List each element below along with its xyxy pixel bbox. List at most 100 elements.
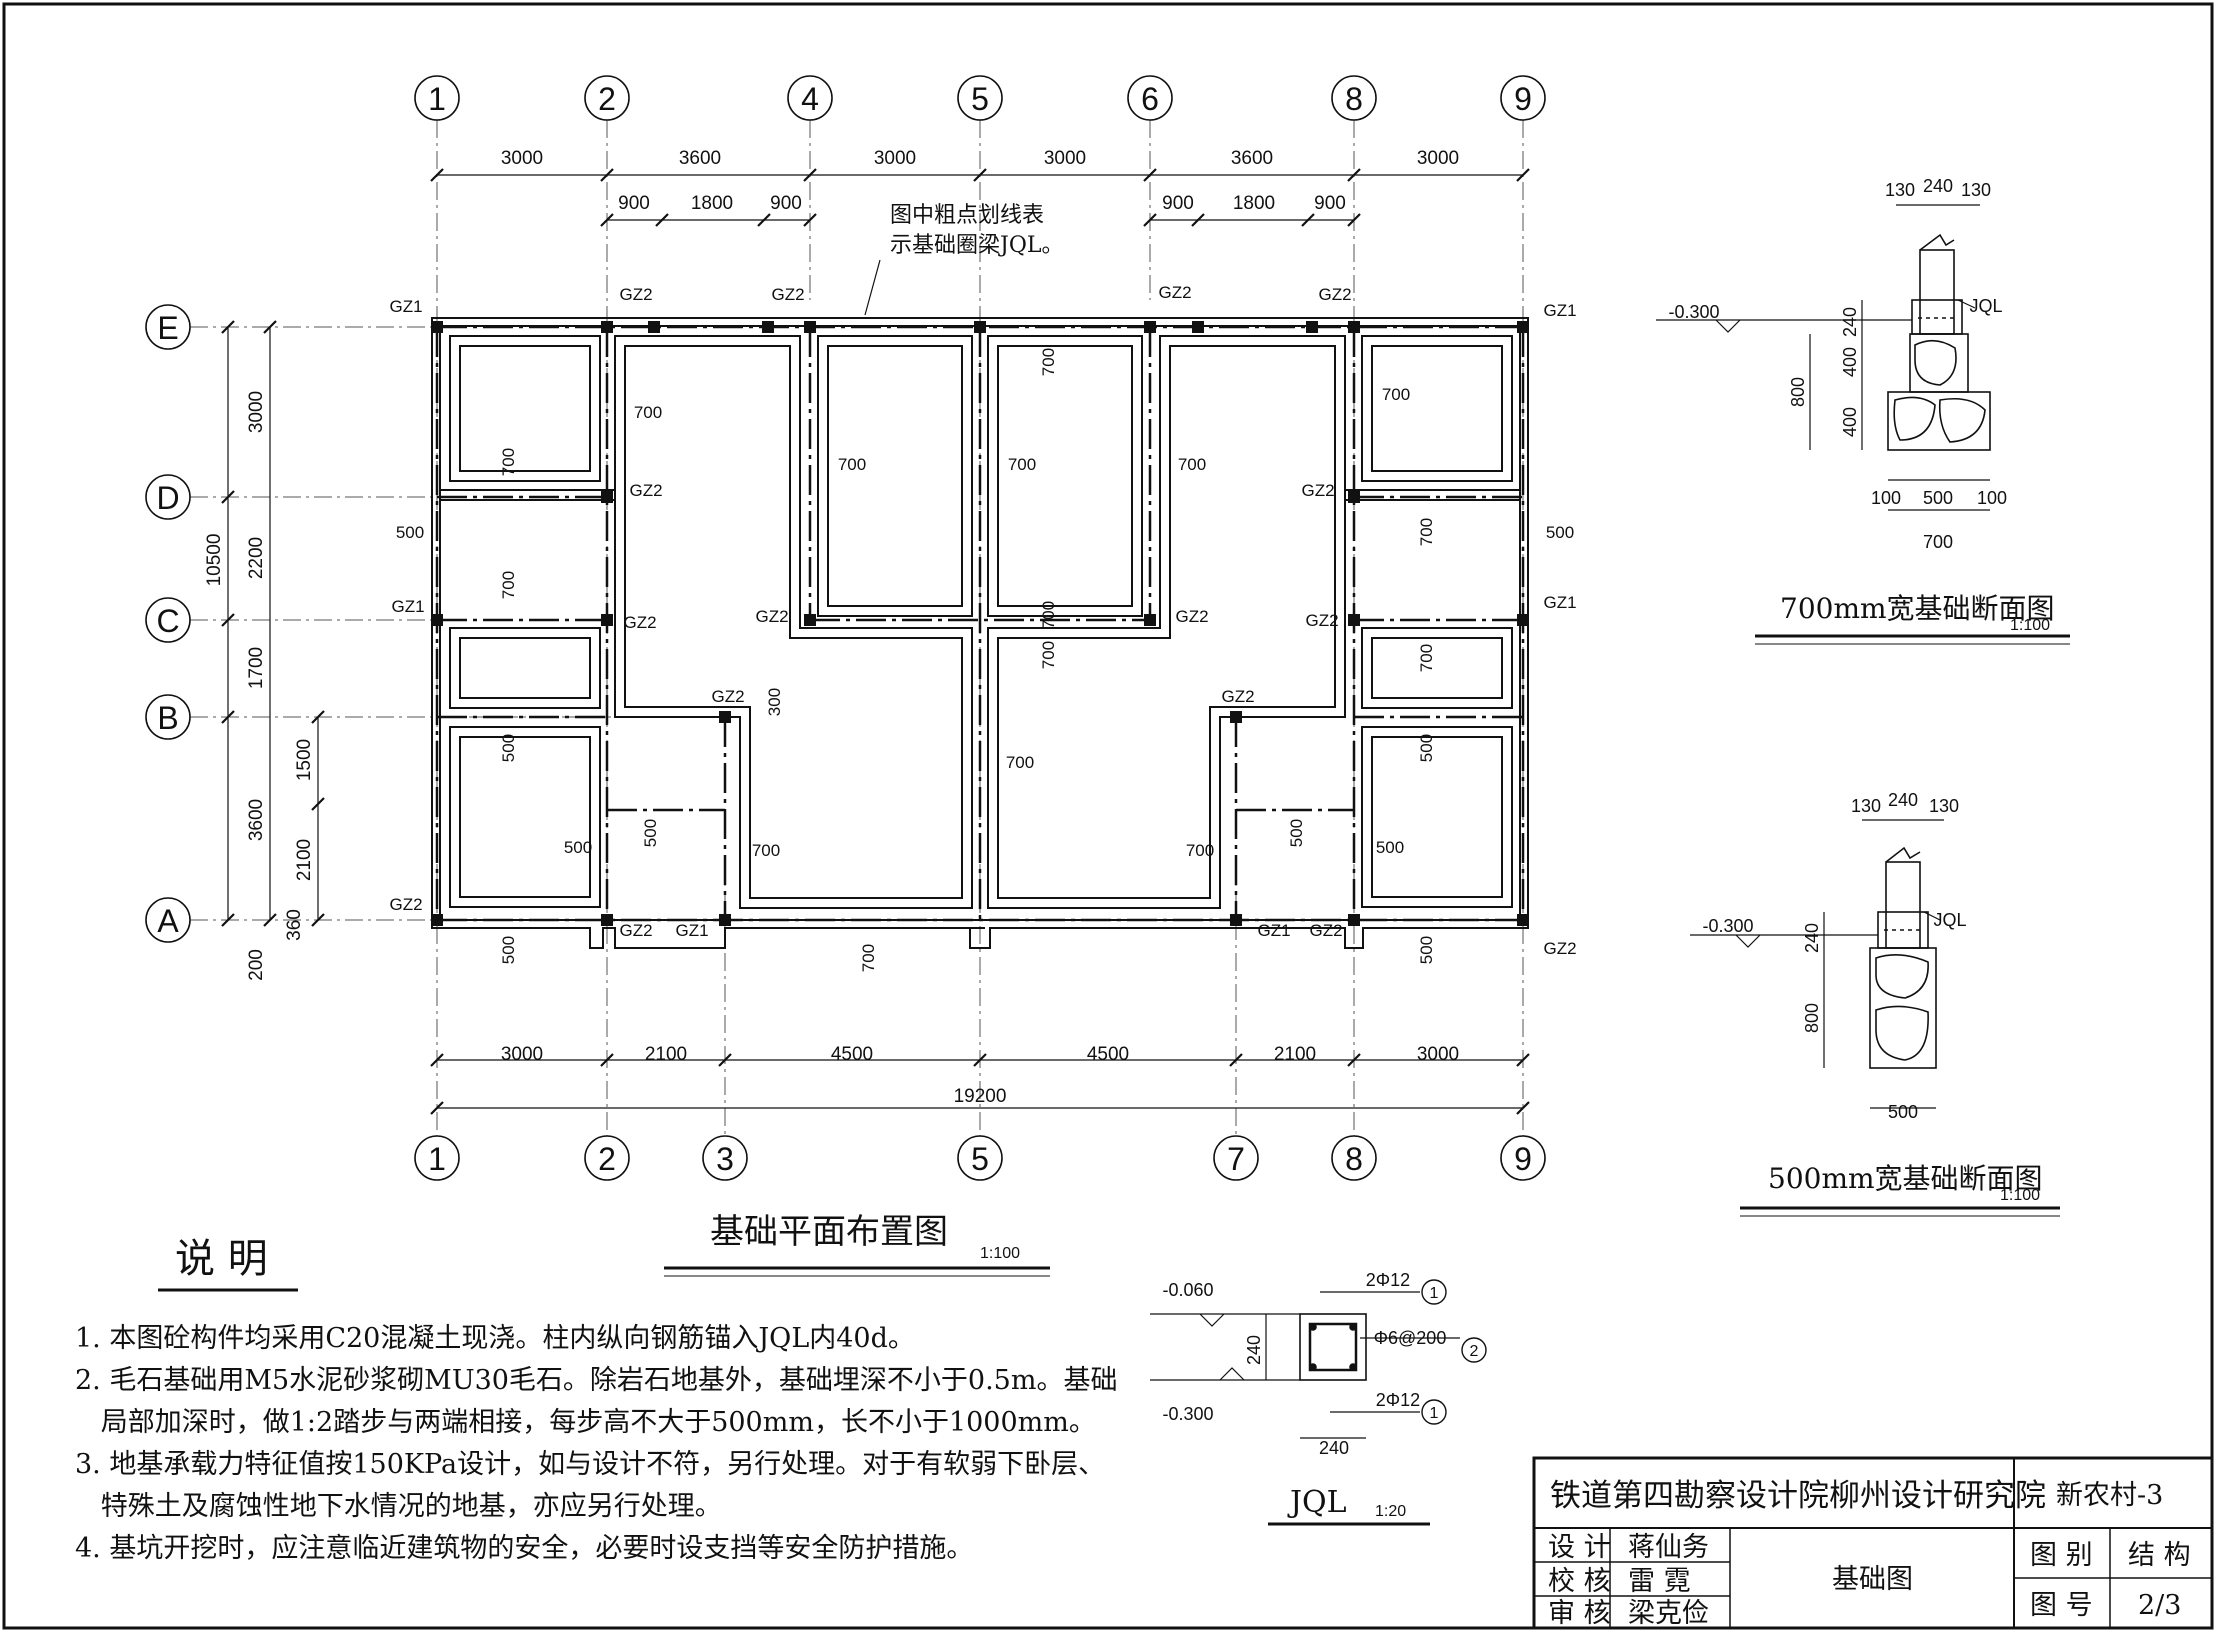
dim-bot-3: 4500 [831, 1044, 873, 1065]
s700-top-dim-3: 130 [1961, 180, 1991, 200]
tb-category-label: 图 别 [2030, 1540, 2093, 1571]
tb-check-name: 雷 霓 [1628, 1566, 1691, 1597]
section-700 [1656, 204, 2070, 645]
axis-bubble-label: 1 [428, 1141, 446, 1177]
dim-left-1: 3000 [246, 391, 267, 433]
axis-bubble-label: 9 [1514, 81, 1532, 117]
jql-rebar-top: 2Φ12 [1366, 1270, 1410, 1290]
tb-institute: 铁道第四勘察设计院柳州设计研究院 [1550, 1478, 2046, 1514]
label-gz2: GZ2 [771, 285, 804, 304]
jql-mark-2: 2 [1470, 1343, 1479, 1360]
dim-sub-r1: 900 [1162, 193, 1194, 214]
s500-top-dim-1: 130 [1851, 796, 1881, 816]
plan-annotation-line2: 示基础圈梁JQL。 [890, 233, 1063, 258]
jql-mark-3: 1 [1430, 1405, 1439, 1422]
plan-annotation-line1: 图中粗点划线表 [890, 203, 1044, 228]
label-w500: 500 [396, 523, 424, 542]
axis-bubble-label: 5 [971, 1141, 989, 1177]
label-w500: 500 [1417, 734, 1436, 762]
label-w700: 700 [1039, 641, 1058, 669]
label-gz2: GZ2 [1305, 611, 1338, 630]
jql-stirrup: Φ6@200 [1374, 1328, 1447, 1348]
label-w500: 500 [499, 936, 518, 964]
s500-top-dim-2: 240 [1888, 790, 1918, 810]
s500-width: 500 [1888, 1102, 1918, 1122]
dim-sub-l3: 900 [770, 193, 802, 214]
label-w300: 300 [765, 688, 784, 716]
tb-review-name: 梁克俭 [1628, 1598, 1709, 1629]
dim-bot-4: 4500 [1087, 1044, 1129, 1065]
tb-number-value: 2/3 [2138, 1590, 2181, 1621]
axis-bubble-E: E [145, 304, 191, 350]
dim-bot-6: 3000 [1417, 1044, 1459, 1065]
jql-width: 240 [1319, 1438, 1349, 1458]
dim-left-total: 10500 [204, 534, 225, 587]
axis-bubble-5: 5 [957, 1135, 1003, 1181]
axis-bubble-5: 5 [957, 75, 1003, 121]
note-line-1: 1. 本图砼构件均采用C20混凝土现浇。柱内纵向钢筋锚入JQL内40d。 [75, 1323, 915, 1354]
axis-bubble-2: 2 [584, 1135, 630, 1181]
axis-bubble-label: 2 [598, 81, 616, 117]
axis-bubble-D: D [145, 474, 191, 520]
tb-drawing-name: 基础图 [1832, 1564, 1913, 1595]
label-gz2: GZ2 [1309, 921, 1342, 940]
tb-number-label: 图 号 [2030, 1590, 2093, 1621]
label-gz1: GZ1 [1543, 301, 1576, 320]
s700-vdim-400b: 400 [1840, 407, 1860, 437]
dim-left-3: 1700 [246, 647, 267, 689]
s700-scale: 1:100 [2010, 617, 2050, 634]
axis-bubble-8: 8 [1331, 75, 1377, 121]
dim-top-2: 3600 [679, 148, 721, 169]
axis-bubble-label: 8 [1345, 1141, 1363, 1177]
dim-bot-5: 2100 [1274, 1044, 1316, 1065]
foundation-plan [190, 120, 1530, 1140]
s500-vdim-240: 240 [1802, 923, 1822, 953]
label-w700: 700 [1178, 455, 1206, 474]
dim-left-small-2: 200 [246, 949, 267, 981]
label-gz2: GZ2 [1301, 481, 1334, 500]
label-gz2: GZ2 [711, 687, 744, 706]
dim-left-small-1: 360 [284, 909, 305, 941]
tb-review-label: 审 核 [1548, 1598, 1611, 1629]
axis-bubble-label: 3 [716, 1141, 734, 1177]
section-500 [1690, 819, 2060, 1217]
label-w700: 700 [1039, 348, 1058, 376]
s700-width: 700 [1923, 532, 1953, 552]
axis-bubble-label: 7 [1227, 1141, 1245, 1177]
axis-bubble-label: 9 [1514, 1141, 1532, 1177]
tb-check-label: 校 核 [1548, 1566, 1611, 1597]
tb-project: 新农村-3 [2056, 1480, 2163, 1511]
label-gz2: GZ2 [1318, 285, 1351, 304]
axis-bubble-label: 5 [971, 81, 989, 117]
label-w700: 700 [1417, 518, 1436, 546]
axis-bubble-B: B [145, 694, 191, 740]
label-gz2: GZ2 [1543, 939, 1576, 958]
dim-left-inner-1: 1500 [294, 739, 315, 781]
label-gz2: GZ2 [1175, 607, 1208, 626]
label-w700: 700 [838, 455, 866, 474]
s500-scale: 1:100 [2000, 1187, 2040, 1204]
axis-bubble-label: 1 [428, 81, 446, 117]
dim-sub-l2: 1800 [691, 193, 733, 214]
label-w700: 700 [1006, 753, 1034, 772]
label-gz2: GZ2 [755, 607, 788, 626]
jql-height: 240 [1244, 1335, 1264, 1365]
label-w700: 700 [499, 571, 518, 599]
axis-bubble-label: A [157, 903, 179, 939]
label-gz1: GZ1 [389, 297, 422, 316]
s700-top-dim-1: 130 [1885, 180, 1915, 200]
axis-bubble-label: D [156, 480, 179, 516]
s700-title: 700mm宽基础断面图 [1780, 592, 2055, 625]
label-w500: 500 [641, 819, 660, 847]
label-w700: 700 [752, 841, 780, 860]
dim-top-6: 3000 [1417, 148, 1459, 169]
title-block [1532, 1456, 2214, 1630]
axis-bubble-3: 3 [702, 1135, 748, 1181]
label-w700: 700 [1417, 644, 1436, 672]
axis-bubble-9: 9 [1500, 1135, 1546, 1181]
label-gz1: GZ1 [675, 921, 708, 940]
tb-design-name: 蒋仙务 [1628, 1532, 1709, 1563]
